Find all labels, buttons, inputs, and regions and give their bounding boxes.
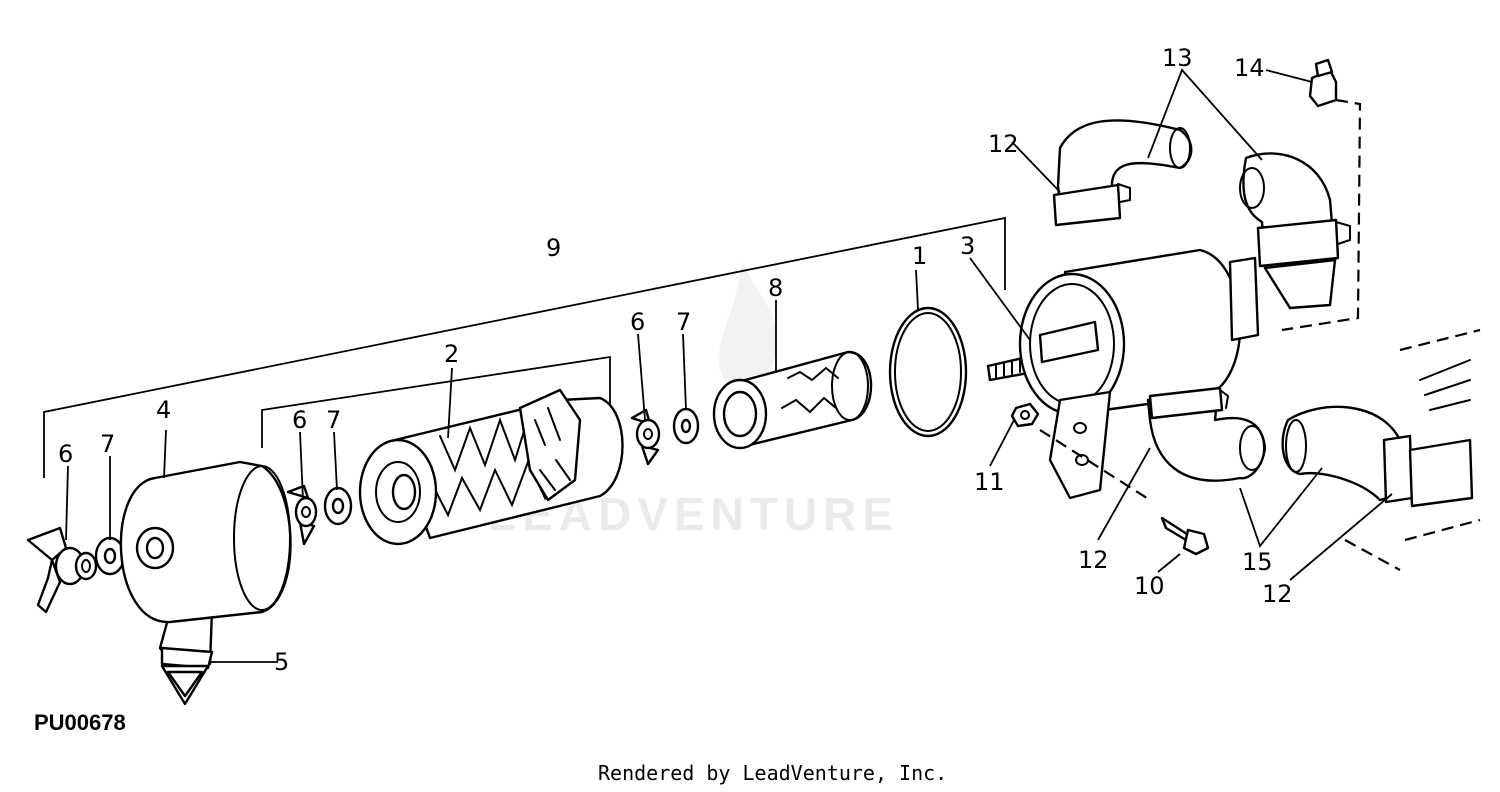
hose-elbow-upper-left [1052,119,1193,227]
callout-5: 5 [274,648,289,676]
wing-nut-right [630,408,661,466]
callout-15: 15 [1242,548,1273,576]
callout-8: 8 [768,274,783,302]
callout-4: 4 [156,396,171,424]
hex-nut [1010,402,1040,428]
callout-7-mid: 7 [326,406,341,434]
o-ring [888,306,968,438]
callout-7-left: 7 [100,430,115,458]
callout-11: 11 [974,468,1005,496]
callout-6-left: 6 [58,440,73,468]
callout-9: 9 [546,234,561,262]
footer-credit: Rendered by LeadVenture, Inc. [598,761,947,785]
restriction-indicator [1281,58,1362,332]
bracket-2 [261,355,611,448]
wing-nut-left [26,526,98,614]
callout-12-top: 12 [988,130,1019,158]
callout-7-right: 7 [676,308,691,336]
callouts: 1 2 3 4 5 6 6 6 7 7 7 8 9 10 11 12 12 12… [58,44,1293,676]
hose-elbow-upper-right [1239,152,1351,310]
figure-code: PU00678 [34,710,126,735]
callout-10: 10 [1134,572,1165,600]
callout-13: 13 [1162,44,1193,72]
callout-14: 14 [1234,54,1265,82]
leader-lines [65,68,1393,663]
hose-elbow-lower [1146,386,1267,482]
primary-filter-element [358,388,624,546]
callout-1: 1 [912,242,927,270]
washer-mid [323,486,353,526]
callout-2: 2 [444,340,459,368]
callout-12-right: 12 [1262,580,1293,608]
secondary-filter-element [712,350,873,450]
callout-12-mid: 12 [1078,546,1109,574]
bracket-9 [43,216,1006,478]
hose-outlet-right [1281,328,1481,571]
callout-6-mid: 6 [292,406,307,434]
cap-screw [1039,429,1210,556]
callout-6-right: 6 [630,308,645,336]
air-cleaner-housing [986,248,1260,500]
callout-3: 3 [960,232,975,260]
housing-cover [119,460,292,706]
washer-right [672,407,700,445]
